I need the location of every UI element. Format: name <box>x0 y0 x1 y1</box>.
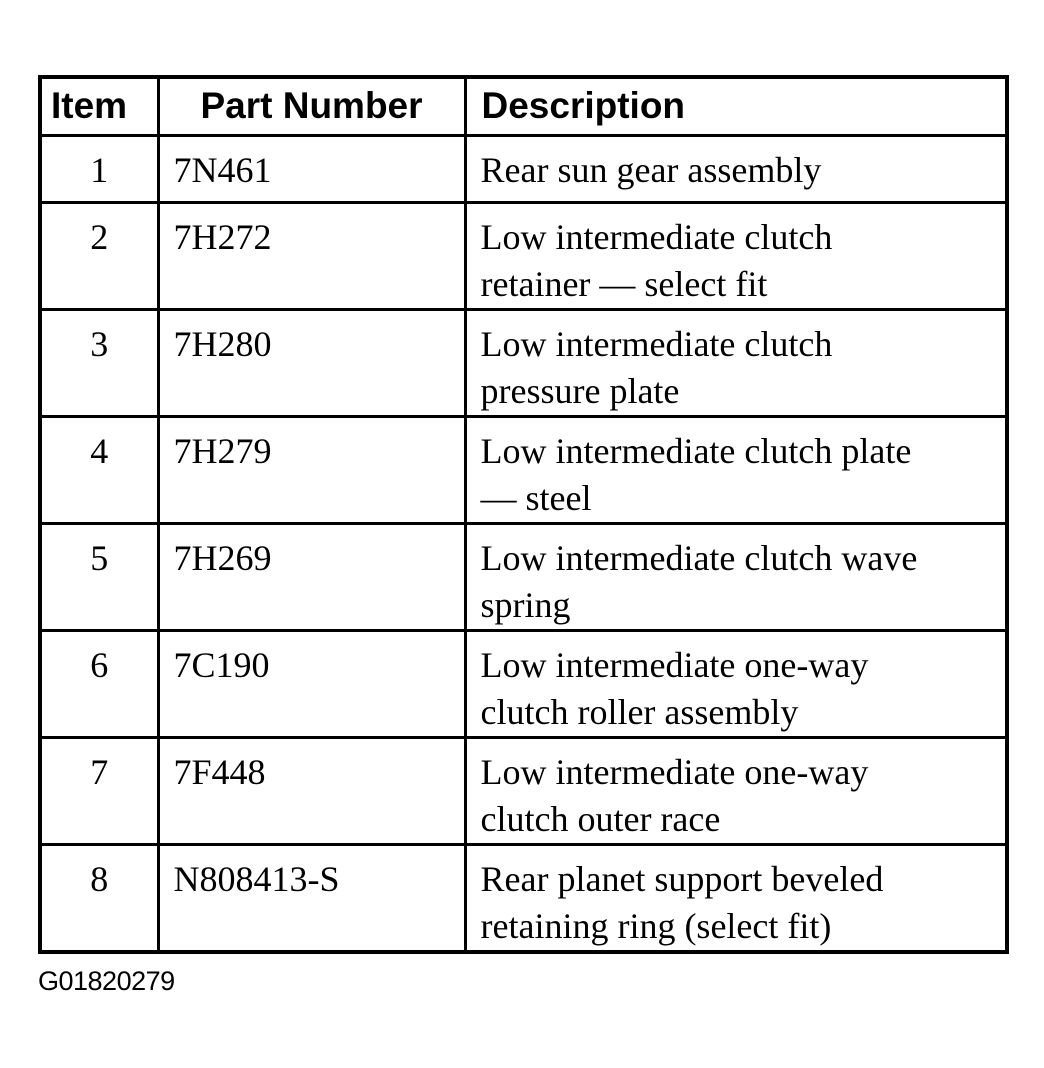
parts-table: Item Part Number Description 1 7N461 Rea… <box>38 75 1009 954</box>
part-number-cell: 7H269 <box>156 521 467 632</box>
table-row: 2 7H272 Low intermediate clutch retainer… <box>38 200 1009 311</box>
item-cell: 7 <box>38 735 160 846</box>
part-number-cell: 7H272 <box>156 200 467 311</box>
item-cell: 2 <box>38 200 160 311</box>
description-cell: Low intermediate clutch wave spring <box>463 521 1009 632</box>
description-cell: Low intermediate one-way clutch roller a… <box>463 628 1009 739</box>
figure-code: G01820279 <box>38 966 175 996</box>
item-cell: 3 <box>38 307 160 418</box>
table-row: 4 7H279 Low intermediate clutch plate — … <box>38 414 1009 525</box>
table-header-row: Item Part Number Description <box>38 75 1009 137</box>
item-cell: 4 <box>38 414 160 525</box>
item-cell: 5 <box>38 521 160 632</box>
part-number-cell: 7N461 <box>156 133 467 204</box>
part-number-cell: 7C190 <box>156 628 467 739</box>
header-cell-part-number: Part Number <box>156 75 467 137</box>
description-cell: Rear planet support beveled retaining ri… <box>463 842 1009 953</box>
part-number-cell: 7H279 <box>156 414 467 525</box>
table-row: 7 7F448 Low intermediate one-way clutch … <box>38 735 1009 846</box>
description-cell: Low intermediate clutch retainer — selec… <box>463 200 1009 311</box>
item-cell: 8 <box>38 842 160 953</box>
item-cell: 1 <box>38 133 160 204</box>
table-row: 1 7N461 Rear sun gear assembly <box>38 133 1009 204</box>
table-row: 5 7H269 Low intermediate clutch wave spr… <box>38 521 1009 632</box>
part-number-cell: N808413-S <box>156 842 467 953</box>
description-cell: Low intermediate one-way clutch outer ra… <box>463 735 1009 846</box>
header-cell-description: Description <box>463 75 1009 137</box>
table-row: 6 7C190 Low intermediate one-way clutch … <box>38 628 1009 739</box>
part-number-cell: 7F448 <box>156 735 467 846</box>
description-cell: Low intermediate clutch pressure plate <box>463 307 1009 418</box>
header-cell-item: Item <box>38 75 160 137</box>
item-cell: 6 <box>38 628 160 739</box>
description-cell: Rear sun gear assembly <box>463 133 1009 204</box>
table-row: 8 N808413-S Rear planet support beveled … <box>38 842 1009 953</box>
part-number-cell: 7H280 <box>156 307 467 418</box>
description-cell: Low intermediate clutch plate — steel <box>463 414 1009 525</box>
table-row: 3 7H280 Low intermediate clutch pressure… <box>38 307 1009 418</box>
